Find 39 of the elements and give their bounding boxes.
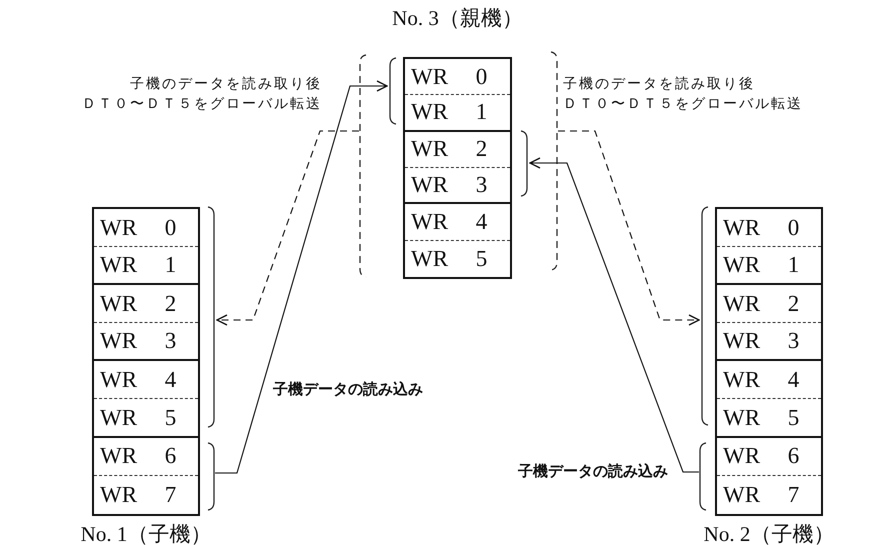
register-cell: WR 1 [405, 95, 510, 132]
bracket [701, 206, 708, 426]
register-cell: WR 2 [717, 285, 821, 324]
register-cell: WR 2 [405, 132, 510, 168]
register-cell: WR 0 [405, 59, 510, 96]
register-cell: WR 7 [94, 476, 198, 514]
dashed-bracket [359, 54, 366, 278]
register-cell: WR 7 [717, 476, 821, 514]
register-cell: WR 3 [94, 323, 198, 362]
register-cell: WR 2 [94, 285, 198, 324]
unit-title: No. 1（子機） [80, 520, 212, 545]
register-cell: WR 0 [717, 209, 821, 248]
dashed-arrow [216, 130, 359, 326]
register-cell: WR 6 [717, 438, 821, 476]
dashed-bracket [550, 51, 558, 271]
edge-label: 子機データの読み込み [518, 462, 668, 481]
register-cell: WR 4 [94, 361, 198, 400]
bracket [520, 130, 528, 197]
register-cell: WR 6 [94, 438, 198, 476]
bracket [208, 206, 215, 428]
bracket [208, 442, 215, 511]
dashed-arrow [558, 130, 700, 326]
register-cell: WR 5 [405, 240, 510, 277]
arrow [215, 80, 388, 474]
register-cell: WR 5 [94, 399, 198, 438]
unit-title: No. 2（子機） [704, 520, 834, 545]
register-cell: WR 3 [405, 168, 510, 204]
register-cell: WR 1 [717, 247, 821, 286]
register-cell: WR 0 [94, 209, 198, 248]
register-cell: WR 3 [717, 323, 821, 362]
unit-title: No. 3（親機） [392, 5, 523, 32]
bracket [389, 57, 396, 125]
edge-label: 子機データの読み込み [273, 380, 423, 399]
arrow [529, 157, 699, 473]
register-cell: WR 4 [717, 361, 821, 400]
register-cell: WR 1 [94, 247, 198, 286]
bracket [699, 442, 706, 511]
register-cell: WR 4 [405, 204, 510, 241]
register-cell: WR 5 [717, 399, 821, 438]
